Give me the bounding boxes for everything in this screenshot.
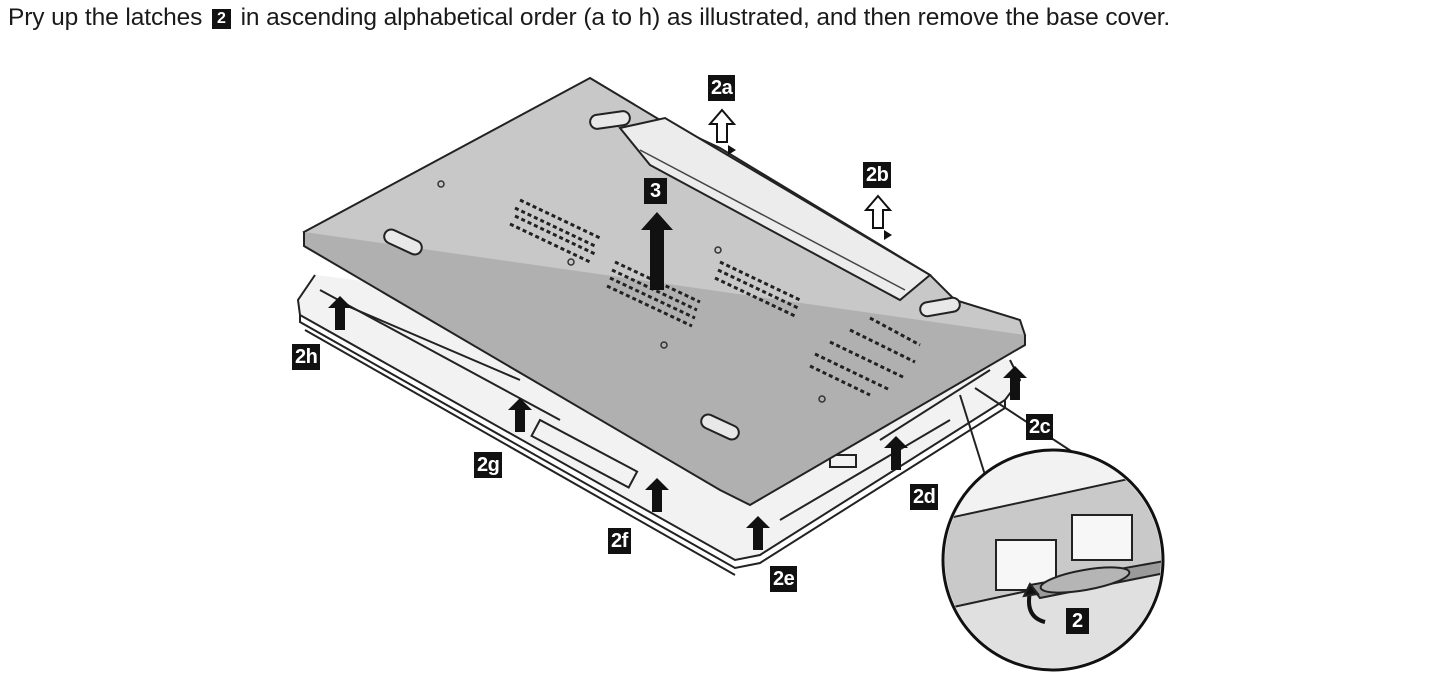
callout-2e: 2e bbox=[770, 566, 798, 592]
detail-magnifier bbox=[941, 387, 1165, 672]
instruction-after: in ascending alphabetical order (a to h)… bbox=[240, 4, 1171, 31]
callout-2a: 2a bbox=[708, 75, 736, 101]
latch-step-badge: 2 bbox=[212, 9, 231, 29]
callout-detail-2: 2 bbox=[1066, 608, 1089, 634]
callout-2g: 2g bbox=[474, 452, 503, 478]
callout-2f: 2f bbox=[608, 528, 631, 554]
callout-3: 3 bbox=[644, 178, 667, 204]
instruction-text: Pry up the latches 2 in ascending alphab… bbox=[8, 4, 1170, 32]
latch-arrows bbox=[328, 212, 1027, 550]
instruction-before: Pry up the latches bbox=[8, 4, 203, 31]
callout-2c: 2c bbox=[1026, 414, 1054, 440]
callout-2h: 2h bbox=[292, 344, 321, 370]
base-cover bbox=[302, 76, 1027, 507]
callout-2b: 2b bbox=[863, 162, 892, 188]
outline-arrows bbox=[707, 108, 893, 229]
callout-2d: 2d bbox=[910, 484, 939, 510]
